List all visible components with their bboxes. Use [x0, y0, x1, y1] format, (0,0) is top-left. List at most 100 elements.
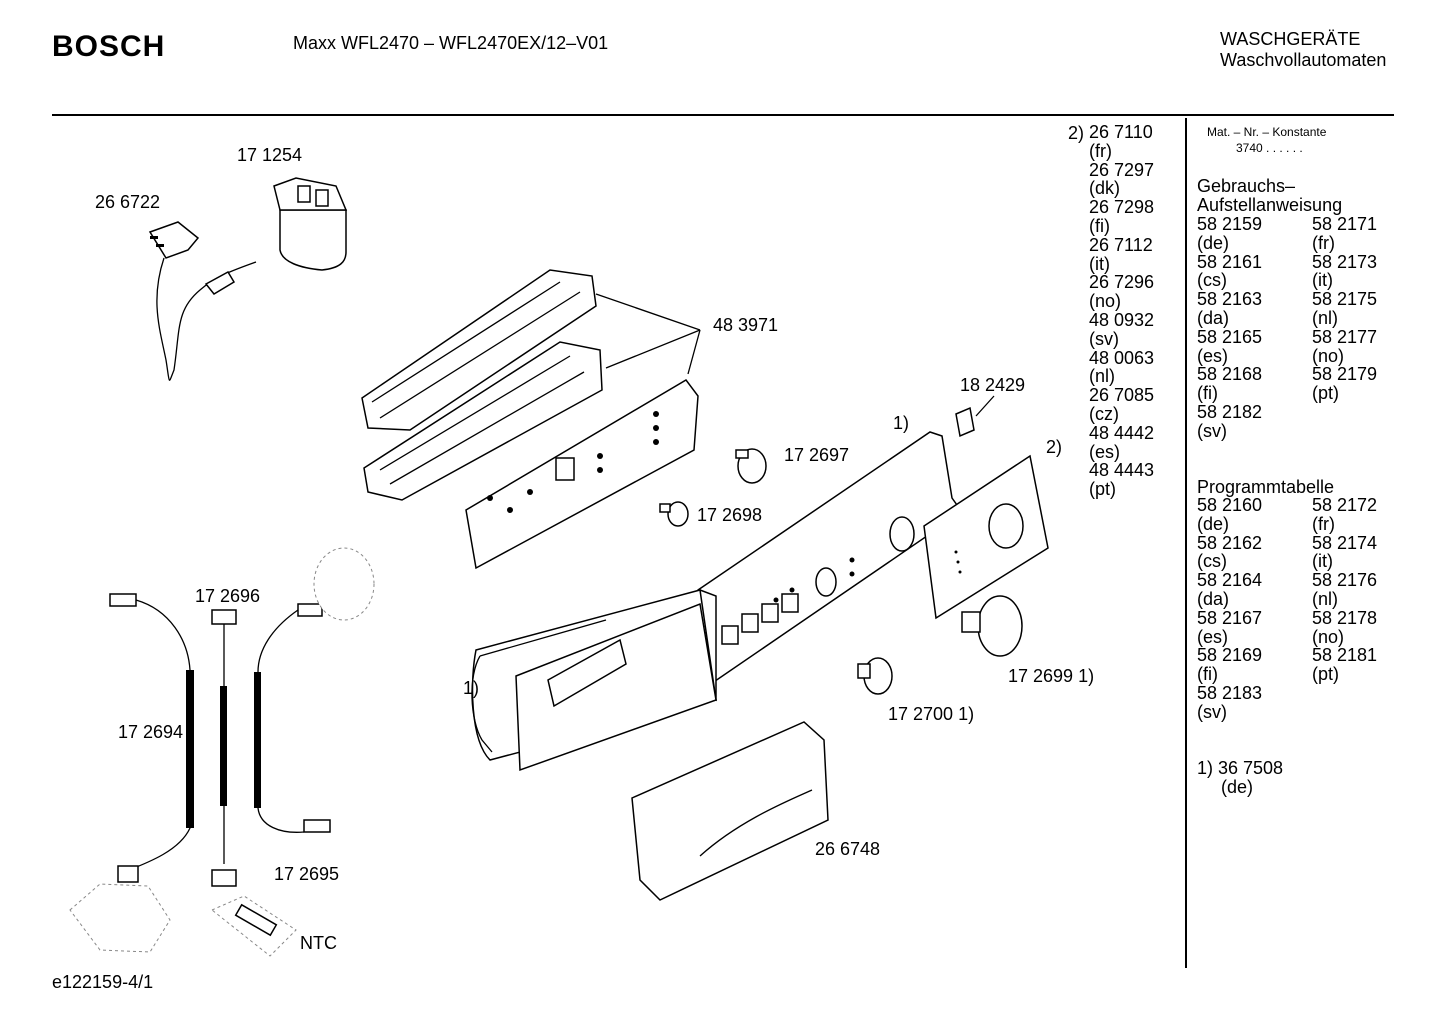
program-item: (pt) [1312, 664, 1339, 685]
program-item: (da) [1197, 588, 1230, 609]
drawing-id: e122159-4/1 [52, 972, 154, 992]
footnote-line-2: (de) [1221, 777, 1254, 797]
program-list-right: 58 2172 (fr) 58 2174 (it) 58 2176 (nl) 5… [1312, 496, 1377, 684]
program-item: 58 2176 [1312, 570, 1378, 591]
label-483971: 48 3971 [713, 315, 779, 335]
mat-nr-value: 3740 . . . . . . [1236, 141, 1303, 155]
knob-172697-illustration [735, 448, 767, 484]
decor-plate-illustration [923, 454, 1049, 620]
variant-item: 48 0063 [1089, 347, 1155, 368]
manual-title-line-1: Gebrauchs– [1197, 176, 1296, 196]
manual-item: (da) [1197, 307, 1230, 328]
label-172700: 17 2700 1) [888, 704, 975, 724]
category-line-1: WASCHGERÄTE [1220, 29, 1361, 49]
variant-item: 26 7110 [1089, 122, 1153, 142]
manual-item: (nl) [1312, 307, 1338, 328]
label-172695: 17 2695 [274, 864, 340, 884]
label-ref1-fascia: 1) [893, 413, 910, 433]
brand-logo: BOSCH [52, 30, 166, 63]
sidebar-divider [1185, 118, 1187, 968]
manual-item: (no) [1312, 345, 1345, 366]
manual-item: 58 2161 [1197, 251, 1263, 272]
program-item: (cs) [1197, 551, 1227, 572]
label-172694: 17 2694 [118, 722, 184, 742]
knob-172699-illustration [961, 595, 1023, 657]
variant-item: 48 4443 [1089, 460, 1155, 481]
control-module-illustration [361, 269, 701, 570]
program-item: 58 2164 [1197, 570, 1263, 591]
label-171254: 17 1254 [237, 145, 303, 165]
manual-item: 58 2177 [1312, 326, 1378, 347]
program-item: 58 2178 [1312, 607, 1378, 628]
label-172697: 17 2697 [784, 445, 850, 465]
program-item: 58 2172 [1312, 495, 1378, 515]
variant-item: (cz) [1089, 403, 1119, 424]
label-ref1-seal: 1) [463, 678, 480, 698]
program-item: 58 2162 [1197, 532, 1263, 553]
variant-item: (nl) [1089, 366, 1115, 387]
label-ntc: NTC [300, 933, 337, 953]
label-172696: 17 2696 [195, 586, 261, 606]
manual-item: (de) [1197, 232, 1230, 253]
program-item: (it) [1312, 551, 1333, 572]
footnote-line-1: 1) 36 7508 [1197, 758, 1284, 778]
variant-item: 26 7298 [1089, 197, 1155, 218]
manual-item: 58 2165 [1197, 326, 1263, 347]
program-item: (fr) [1312, 513, 1335, 534]
manual-item: (sv) [1197, 420, 1227, 441]
category-line-2: Waschvollautomaten [1220, 50, 1387, 70]
label-266748: 26 6748 [815, 839, 881, 859]
label-ref2-decor: 2) [1046, 437, 1063, 457]
variant-item: 26 7296 [1089, 272, 1155, 293]
variant-item: 26 7085 [1089, 385, 1155, 406]
header-rule [52, 114, 1394, 116]
program-item: (de) [1197, 513, 1230, 534]
category: WASCHGERÄTE Waschvollautomaten [1220, 29, 1386, 71]
manual-title: Gebrauchs– Aufstellanweisung [1197, 177, 1342, 215]
program-item: 58 2167 [1197, 607, 1263, 628]
label-172699: 17 2699 1) [1008, 666, 1095, 686]
variant-item: (fr) [1089, 140, 1112, 161]
manual-list-right: 58 2171 (fr) 58 2173 (it) 58 2175 (nl) 5… [1312, 215, 1377, 403]
manual-item: (it) [1312, 270, 1333, 291]
footnote: 1) 36 7508 (de) [1197, 759, 1283, 797]
manual-item: 58 2179 [1312, 364, 1378, 385]
manual-item: 58 2175 [1312, 289, 1378, 310]
program-item: 58 2181 [1312, 645, 1378, 666]
program-item: 58 2174 [1312, 532, 1378, 553]
filter-box-illustration [273, 177, 348, 271]
drawer-handle-illustration [631, 721, 829, 901]
seal-illustration [471, 619, 607, 753]
manual-item: 58 2173 [1312, 251, 1378, 272]
manual-item: 58 2163 [1197, 289, 1263, 310]
label-182429: 18 2429 [960, 375, 1026, 395]
manual-item: (cs) [1197, 270, 1227, 291]
mat-nr-label: Mat. – Nr. – Konstante [1207, 125, 1327, 139]
variant-item: (fi) [1089, 215, 1110, 236]
variant-item: 48 0932 [1089, 309, 1155, 330]
program-item: 58 2160 [1197, 495, 1263, 515]
program-title: Programmtabelle [1197, 477, 1335, 497]
program-item: 58 2169 [1197, 645, 1263, 666]
variant-prefix: 2) [1068, 123, 1085, 143]
manual-item: 58 2168 [1197, 364, 1263, 385]
variant-item: (sv) [1089, 328, 1119, 349]
model-title: Maxx WFL2470 – WFL2470EX/12–V01 [293, 33, 609, 53]
variant-item: (no) [1089, 291, 1122, 312]
variant-item: (dk) [1089, 178, 1120, 199]
program-item: (nl) [1312, 588, 1338, 609]
variant-item: (pt) [1089, 479, 1116, 500]
variant-item: 26 7112 [1089, 234, 1153, 255]
knob-172700-illustration [857, 657, 893, 695]
label-266722: 26 6722 [95, 192, 161, 212]
manual-item: 58 2171 [1312, 214, 1378, 234]
variant-list: 26 7110 (fr) 26 7297 (dk) 26 7298 (fi) 2… [1089, 123, 1154, 499]
manual-list-left: 58 2159 (de) 58 2161 (cs) 58 2163 (da) 5… [1197, 215, 1262, 441]
variant-item: (it) [1089, 253, 1110, 274]
manual-item: (es) [1197, 345, 1228, 366]
fascia-panel-illustration [471, 431, 964, 772]
program-item: 58 2183 [1197, 682, 1263, 703]
power-cord-illustration [148, 221, 257, 381]
program-item: (es) [1197, 626, 1228, 647]
